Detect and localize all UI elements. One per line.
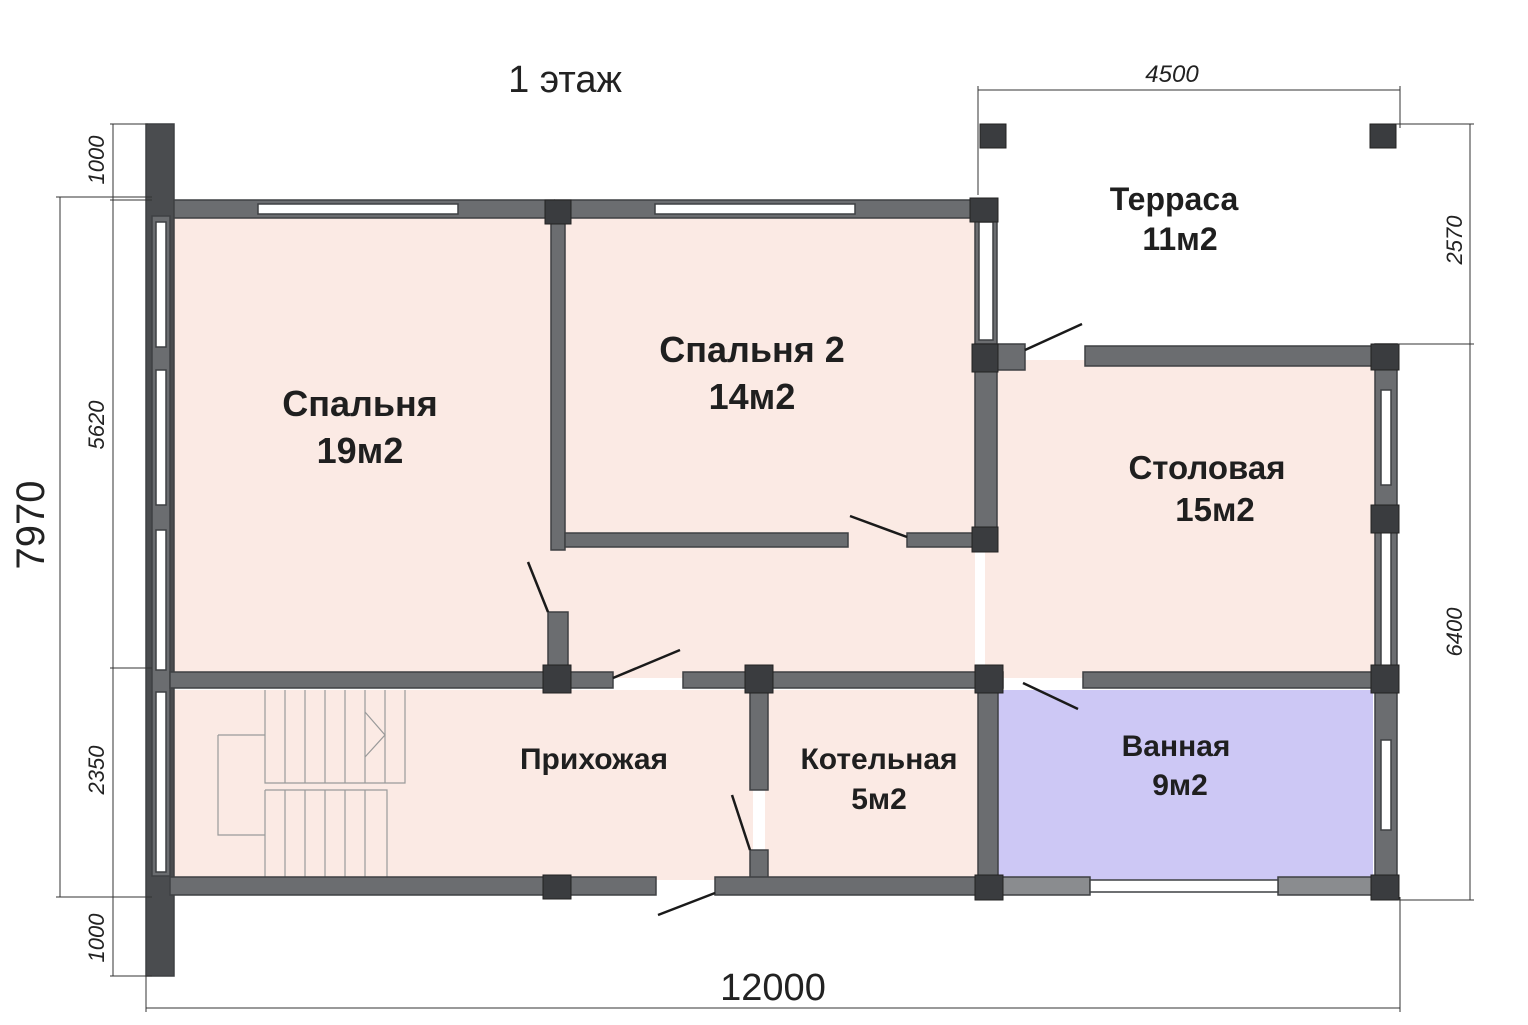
pillar (971, 526, 999, 553)
pillar (542, 874, 572, 900)
pillar (1370, 504, 1400, 534)
room-bedroom-area: 19м2 (317, 430, 404, 471)
bedroom2-bottom-wall-right (906, 532, 976, 548)
pillars (542, 123, 1400, 901)
bottom-wall-d (1277, 876, 1379, 896)
room-bedroom2-area: 14м2 (709, 376, 796, 417)
bath-floor (998, 690, 1373, 880)
bedroom2-bottom-wall-left (564, 532, 849, 548)
pillar (542, 664, 572, 694)
pillar (1369, 123, 1397, 149)
boiler-partition-bot (749, 849, 769, 881)
room-bath-name: Ванная (1122, 730, 1231, 763)
bedroom2-floor (565, 216, 975, 534)
hall-floor (168, 690, 753, 880)
pillar (969, 197, 999, 223)
door-boiler (730, 794, 752, 851)
mid-wall-b (682, 671, 1004, 689)
dim-left-bottom: 1000 (84, 913, 109, 963)
door-entrance (657, 891, 716, 917)
room-boiler-name: Котельная (800, 743, 957, 776)
dining-top-wall-b (1084, 345, 1386, 367)
door-bedroom2 (849, 514, 908, 539)
window-bedroom-left-1 (155, 221, 167, 348)
doors (526, 322, 1083, 917)
bottom-wall-b (714, 876, 1001, 896)
room-terrace-area: 11м2 (1142, 221, 1217, 257)
dim-terrace-width: 4500 (1145, 61, 1199, 88)
pillar (971, 343, 999, 373)
room-dining-area: 15м2 (1175, 491, 1254, 528)
door-terrace (1024, 322, 1083, 352)
door-corridor-hall (612, 648, 681, 680)
corridor-floor (555, 534, 975, 678)
window-hall-left (155, 691, 167, 873)
pillar (1370, 343, 1400, 371)
door-bedroom (526, 561, 550, 613)
bath-partition (977, 684, 999, 886)
window-dining-right-2 (1380, 529, 1392, 671)
bedroom-floor (168, 216, 555, 678)
pillar (974, 664, 1004, 694)
page-title: 1 этаж (508, 59, 622, 101)
pillar (979, 123, 1007, 149)
bottom-wall-a (169, 876, 657, 896)
window-bath-bottom (1089, 879, 1279, 893)
staircase (217, 690, 406, 880)
bottom-wall-c (999, 876, 1091, 896)
dim-left-hall: 2350 (84, 745, 109, 796)
pillar (544, 199, 572, 225)
pillar (1370, 664, 1400, 694)
dim-overall-width: 12000 (720, 967, 826, 1009)
window-bath-right (1380, 739, 1392, 831)
dining-floor (985, 360, 1385, 678)
dimension-lines (56, 86, 1474, 1012)
dim-right-main: 6400 (1442, 607, 1467, 657)
room-bedroom2-name: Спальня 2 (659, 329, 845, 370)
boiler-floor (765, 690, 980, 880)
window-dining-right-1 (1380, 389, 1392, 486)
dim-left-main: 5620 (84, 400, 109, 450)
room-boiler-area: 5м2 (851, 783, 907, 816)
dim-left-top: 1000 (84, 135, 109, 185)
dim-right-terrace: 2570 (1442, 215, 1467, 266)
window-bedroom2-top (654, 203, 856, 215)
room-bedroom-name: Спальня (282, 383, 438, 424)
window-bedroom-top (257, 203, 459, 215)
room-hall-name: Прихожая (520, 743, 668, 776)
window-bedroom2-right (978, 221, 994, 341)
room-bath-area: 9м2 (1152, 769, 1208, 802)
room-dining-name: Столовая (1128, 449, 1285, 486)
boiler-partition-top (749, 684, 769, 791)
room-terrace-name: Терраса (1110, 181, 1239, 217)
mid-wall-c (1082, 671, 1384, 689)
dim-overall-height: 7970 (9, 481, 53, 570)
window-bedroom-left-2 (155, 369, 167, 506)
window-bedroom-left-3 (155, 529, 167, 671)
pillar (744, 664, 774, 694)
mid-wall-a (169, 671, 614, 689)
pillar (1370, 874, 1400, 901)
pillar (974, 874, 1004, 901)
bedroom-divider-wall (550, 214, 566, 551)
door-bath (1022, 681, 1079, 711)
